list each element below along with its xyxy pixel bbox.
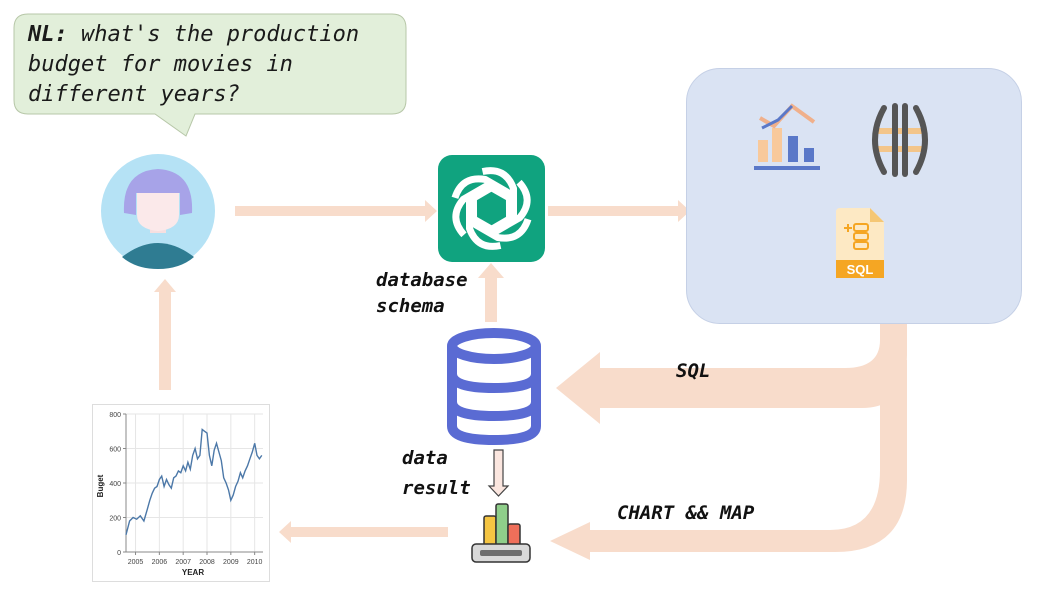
result-line-chart: 0 200 400 600 800 2005 2006 2007 2008 2009 2010 YE… <box>96 412 263 577</box>
y-axis-label: Buget <box>96 474 105 497</box>
series-line <box>125 428 263 535</box>
chart-tick-labels: 0 200 400 600 800 2005 2006 2007 2008 2009 2010 <box>109 412 262 566</box>
arrow-llm-to-tools <box>548 200 690 222</box>
svg-text:SQL: SQL <box>847 262 874 277</box>
label-sql: SQL <box>676 360 711 382</box>
x-axis-label: YEAR <box>182 568 204 577</box>
x-tick-label: 2009 <box>223 559 239 566</box>
label-data-result: data result <box>402 443 471 503</box>
x-tick-label: 2007 <box>175 559 191 566</box>
speech-bubble <box>13 13 407 137</box>
label-database: database <box>376 269 468 291</box>
tools-panel <box>686 68 1022 324</box>
label-chart-map: CHART && MAP <box>617 502 755 524</box>
arrow-chart-map <box>550 360 907 560</box>
openai-icon <box>451 167 532 250</box>
openai-logo <box>438 155 545 262</box>
connector-tool-icon <box>872 103 928 177</box>
nl-prefix: NL: <box>28 22 68 47</box>
x-tick-label: 2008 <box>199 559 215 566</box>
sql-file-icon: SQL <box>836 208 884 278</box>
arrow-chart-to-user <box>154 279 176 390</box>
arrow-db-to-result <box>487 449 510 497</box>
label-result: result <box>402 477 471 499</box>
arrow-db-to-llm <box>478 263 504 322</box>
label-database-schema: database schema <box>376 267 468 319</box>
y-tick-label: 400 <box>109 481 121 488</box>
y-tick-label: 600 <box>109 447 121 454</box>
arrow-result-to-chart <box>279 521 448 543</box>
nl-question-text: what's the production budget for movies … <box>28 22 360 107</box>
chart-grid <box>126 413 263 553</box>
nl-question: NL: what's the production budget for mov… <box>28 20 368 110</box>
y-tick-label: 0 <box>117 550 121 557</box>
arrow-user-to-llm <box>235 200 437 222</box>
y-tick-label: 800 <box>109 412 121 419</box>
x-tick-label: 2010 <box>247 559 263 566</box>
label-schema: schema <box>376 295 445 317</box>
result-bars-icon <box>471 503 531 563</box>
chart-tool-icon <box>754 103 820 170</box>
user-avatar <box>101 154 215 269</box>
x-tick-label: 2006 <box>152 559 168 566</box>
database-icon <box>447 328 541 446</box>
label-data: data <box>402 447 448 469</box>
chart-axes <box>123 413 263 555</box>
arrow-sql <box>556 322 907 424</box>
x-tick-label: 2005 <box>128 559 144 566</box>
y-tick-label: 200 <box>109 516 121 523</box>
